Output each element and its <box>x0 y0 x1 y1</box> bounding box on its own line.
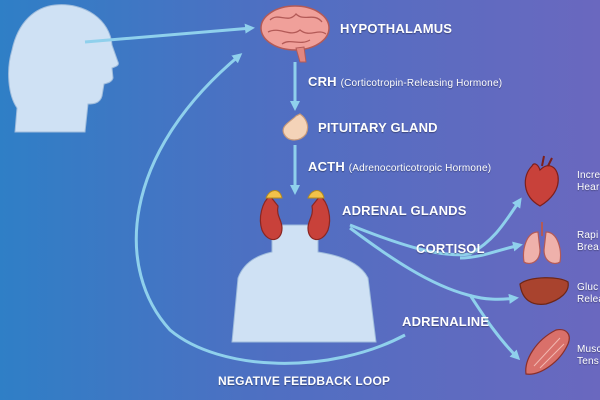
arrow-to-heart <box>349 197 522 257</box>
effect-muscle-line2: Tens <box>577 356 599 367</box>
label-crh: CRH <box>308 74 337 89</box>
pituitary-icon <box>282 113 309 141</box>
label-cortisol: CORTISOL <box>416 241 485 256</box>
effect-lungs-line2: Brea <box>577 242 599 253</box>
brain-icon <box>260 5 330 63</box>
heart-icon <box>524 155 559 207</box>
adrenal-glands-icon <box>259 190 331 241</box>
effect-muscle-line1: Musc <box>577 344 600 355</box>
effect-heart-line1: Incre <box>577 170 600 181</box>
arrow-to-muscle <box>468 294 521 361</box>
arrow-to-liver <box>349 226 519 304</box>
lungs-icon <box>522 222 562 265</box>
label-adrenal-glands: ADRENAL GLANDS <box>342 203 467 218</box>
label-adrenaline: ADRENALINE <box>402 314 490 329</box>
label-acth-group: ACTH (Adrenocorticotropic Hormone) <box>308 159 491 174</box>
arrow-head-to-hypothalamus <box>84 23 255 44</box>
label-crh-group: CRH (Corticotropin-Releasing Hormone) <box>308 74 502 89</box>
effect-muscle-text: Musc Tens <box>577 344 600 368</box>
liver-icon <box>519 277 569 305</box>
label-negative-feedback: NEGATIVE FEEDBACK LOOP <box>218 374 391 388</box>
effect-lungs-line1: Rapi <box>577 230 599 241</box>
effect-liver-text: Gluc Relea <box>577 282 600 306</box>
label-hypothalamus: HYPOTHALAMUS <box>340 21 453 36</box>
label-pituitary: PITUITARY GLAND <box>318 120 438 135</box>
effect-heart-line2: Hear <box>577 182 600 193</box>
label-crh-full: (Corticotropin-Releasing Hormone) <box>340 78 503 89</box>
arrow-to-lungs <box>459 241 523 260</box>
arrow-negative-feedback <box>134 53 406 365</box>
head-silhouette <box>8 4 119 133</box>
muscle-icon <box>525 329 570 375</box>
effect-liver-line2: Relea <box>577 294 600 305</box>
effect-liver-line1: Gluc <box>577 282 599 293</box>
torso-silhouette <box>231 224 377 343</box>
effect-heart-text: Incre Hear <box>577 170 600 194</box>
effect-lungs-text: Rapi Brea <box>577 230 599 254</box>
label-acth: ACTH <box>308 159 345 174</box>
label-acth-full: (Adrenocorticotropic Hormone) <box>348 163 492 174</box>
